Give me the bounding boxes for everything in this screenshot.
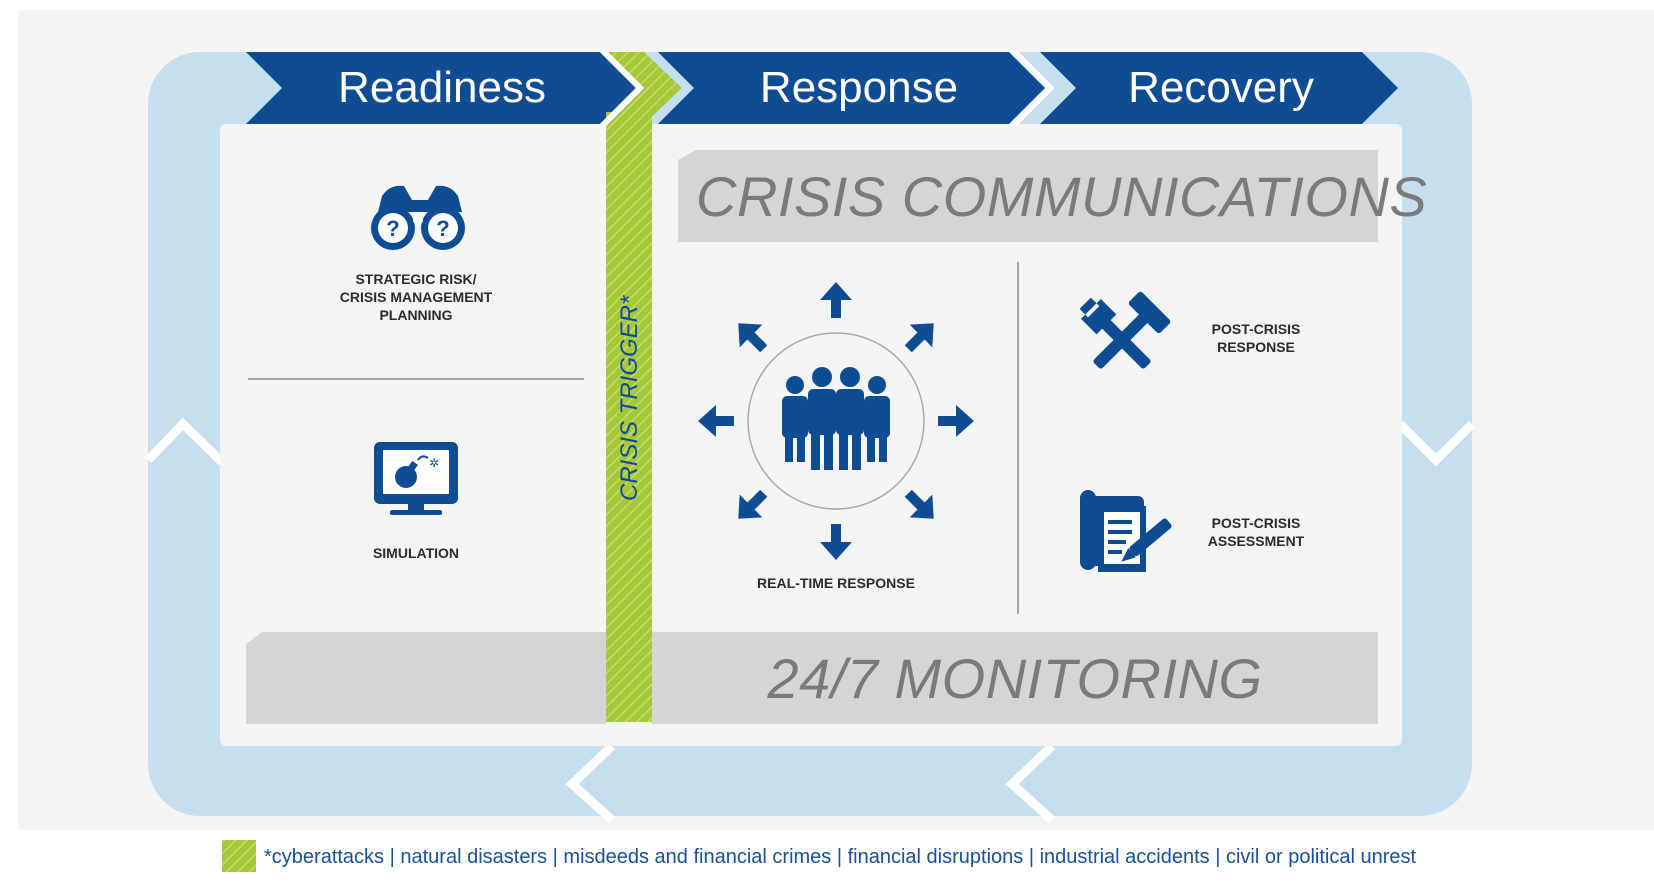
chevron-separator-1 xyxy=(1009,47,1055,129)
ring-chevron-right xyxy=(1396,420,1476,467)
ring-chevron-bottom-1 xyxy=(565,742,616,824)
svg-text:?: ? xyxy=(386,216,399,241)
post-crisis-assessment-caption: POST-CRISIS ASSESSMENT xyxy=(1207,515,1305,549)
crisis-communications-label: CRISIS COMMUNICATIONS xyxy=(696,165,1428,228)
monitoring-banner-right xyxy=(652,632,1378,724)
monitoring-label: 24/7 MONITORING xyxy=(767,647,1263,710)
team-outward-arrows-icon xyxy=(698,282,974,560)
svg-text:?: ? xyxy=(436,216,449,241)
trigger-bar xyxy=(606,112,652,722)
phase-response: Response xyxy=(759,63,959,112)
crisis-trigger-label: CRISIS TRIGGER* xyxy=(616,295,643,501)
post-crisis-response-caption: POST-CRISIS RESPONSE xyxy=(1211,321,1301,355)
document-pen-icon xyxy=(1080,490,1172,572)
legend-text: *cyberattacks | natural disasters | misd… xyxy=(264,846,1417,868)
ring-chevron-bottom-2 xyxy=(1005,742,1056,824)
response-chevron xyxy=(658,52,1054,124)
monitoring-banner xyxy=(246,632,606,724)
strategic-risk-caption: STRATEGIC RISK/ CRISIS MANAGEMENT PLANNI… xyxy=(339,271,493,323)
legend-strip xyxy=(18,830,1654,882)
svg-text:✲: ✲ xyxy=(429,456,439,470)
ring-chevron-left xyxy=(144,417,226,466)
monitor-bomb-icon: ✲ xyxy=(374,442,458,515)
hammer-wrench-icon xyxy=(1079,291,1171,369)
simulation-caption: SIMULATION xyxy=(372,545,460,561)
phase-readiness: Readiness xyxy=(338,63,546,112)
phase-recovery: Recovery xyxy=(1128,63,1314,112)
recovery-chevron xyxy=(1040,52,1398,124)
binoculars-question-icon: ? ? xyxy=(371,185,465,250)
legend-swatch xyxy=(222,840,256,872)
real-time-response-caption: REAL-TIME RESPONSE xyxy=(757,575,915,591)
crisis-communications-banner xyxy=(678,150,1378,242)
readiness-chevron xyxy=(246,52,636,124)
